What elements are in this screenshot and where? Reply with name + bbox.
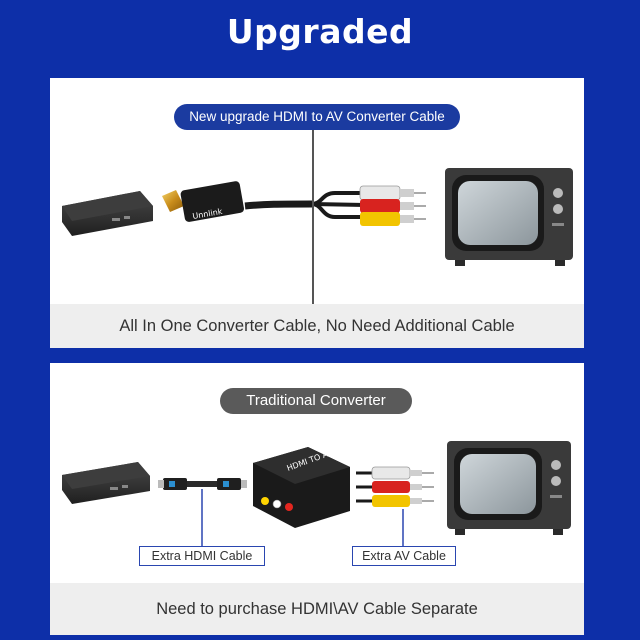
bottom-caption: Need to purchase HDMI\AV Cable Separate bbox=[50, 583, 584, 635]
upgrade-pill-label: New upgrade HDMI to AV Converter Cable bbox=[174, 104, 460, 130]
upgraded-cable-panel: Unnlink Ne bbox=[50, 78, 584, 348]
streaming-box-icon bbox=[62, 462, 150, 504]
rca-plugs-icon bbox=[359, 185, 426, 226]
divider-line bbox=[312, 130, 314, 305]
traditional-converter-panel: HDMI TO AV bbox=[50, 363, 584, 635]
extra-hdmi-cable-label: Extra HDMI Cable bbox=[139, 546, 265, 566]
rca-plugs-icon bbox=[356, 466, 434, 507]
extra-av-cable-label: Extra AV Cable bbox=[352, 546, 456, 566]
hdmi-plug-icon: Unnlink bbox=[162, 181, 245, 222]
upgraded-cable-illustration: Unnlink bbox=[62, 168, 573, 266]
traditional-converter-illustration: HDMI TO AV bbox=[62, 441, 571, 547]
retro-tv-icon bbox=[447, 441, 571, 535]
page-title: Upgraded bbox=[226, 12, 414, 51]
traditional-pill-label: Traditional Converter bbox=[220, 388, 412, 414]
hdmi-cable-icon bbox=[158, 478, 247, 490]
hdmi-to-av-converter-icon: HDMI TO AV bbox=[253, 447, 350, 528]
retro-tv-icon bbox=[445, 168, 573, 266]
top-caption: All In One Converter Cable, No Need Addi… bbox=[50, 304, 584, 348]
streaming-box-icon bbox=[62, 191, 153, 236]
